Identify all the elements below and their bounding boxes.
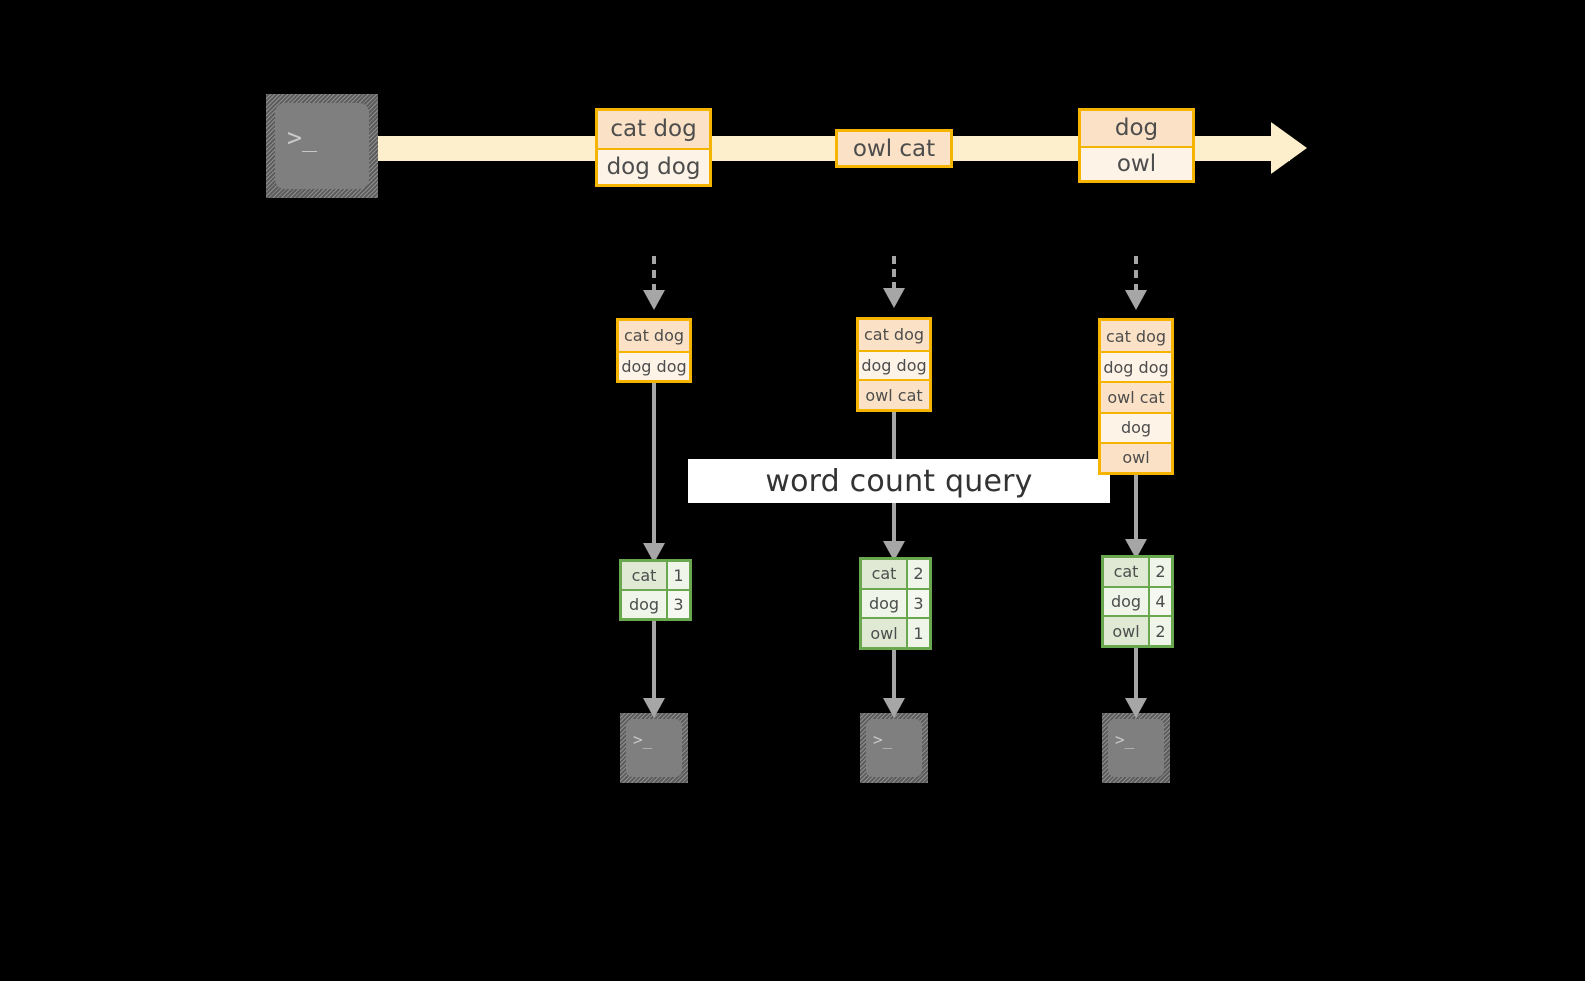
table-row: dog 4 — [1104, 585, 1171, 616]
snapshot-line: owl cat — [859, 379, 929, 409]
table-row: dog 3 — [622, 589, 689, 618]
result-count: 1 — [666, 562, 689, 589]
result-word: dog — [862, 589, 906, 618]
trigger-1-query-arrow-icon — [643, 543, 665, 563]
source-terminal-icon: >_ — [266, 94, 378, 198]
trigger-3-query-arrow-line — [1134, 475, 1138, 543]
snapshot-line: dog dog — [619, 350, 689, 380]
terminal-body: >_ — [866, 719, 922, 777]
terminal-prompt-glyph: >_ — [873, 730, 893, 749]
snapshot-line: owl cat — [1101, 381, 1171, 412]
snapshot-line: dog dog — [859, 349, 929, 380]
trigger-3-sink-terminal-icon: >_ — [1102, 713, 1170, 783]
trigger-1-sink-arrow-line — [652, 621, 656, 701]
trigger-1-query-arrow-line — [652, 383, 656, 546]
result-count: 2 — [1148, 558, 1171, 586]
stream-line: cat dog — [598, 111, 709, 148]
trigger-1-sink-terminal-icon: >_ — [620, 713, 688, 783]
query-label-text: word count query — [765, 463, 1033, 499]
stream-batch-1: cat dog dog dog — [595, 108, 712, 187]
stream-line: dog — [1081, 111, 1192, 146]
terminal-body: >_ — [626, 719, 682, 777]
trigger-3-query-arrow-icon — [1125, 539, 1147, 559]
result-count: 3 — [666, 591, 689, 618]
stream-batch-2: owl cat — [835, 129, 953, 168]
trigger-2-input-dashed-arrow-line — [892, 256, 896, 290]
terminal-body: >_ — [275, 103, 369, 189]
result-word: dog — [622, 591, 666, 618]
trigger-2-result-table: cat 2 dog 3 owl 1 — [859, 557, 932, 650]
result-word: cat — [862, 560, 906, 588]
terminal-body: >_ — [1108, 719, 1164, 777]
result-word: owl — [862, 619, 906, 648]
trigger-3-sink-arrow-icon — [1125, 698, 1147, 718]
query-label-band: word count query — [688, 459, 1110, 503]
snapshot-line: cat dog — [859, 320, 929, 350]
table-row: owl 2 — [1104, 615, 1171, 646]
table-row: dog 3 — [862, 587, 929, 618]
snapshot-line: dog dog — [1101, 351, 1171, 382]
terminal-prompt-glyph: >_ — [1115, 730, 1135, 749]
trigger-2-sink-arrow-line — [892, 650, 896, 701]
stream-batch-3: dog owl — [1078, 108, 1195, 183]
result-count: 2 — [1148, 617, 1171, 646]
snapshot-line: dog — [1101, 411, 1171, 442]
snapshot-line: cat dog — [1101, 321, 1171, 352]
result-count: 2 — [906, 560, 929, 588]
table-row: cat 2 — [862, 560, 929, 588]
result-word: dog — [1104, 587, 1148, 616]
table-row: cat 2 — [1104, 558, 1171, 586]
stream-line: dog dog — [598, 147, 709, 184]
result-word: cat — [1104, 558, 1148, 586]
trigger-2-input-dashed-arrow-icon — [883, 288, 905, 308]
trigger-3-input-dashed-arrow-icon — [1125, 290, 1147, 310]
terminal-prompt-glyph: >_ — [287, 123, 318, 152]
snapshot-line: owl — [1101, 441, 1171, 472]
result-count: 3 — [906, 589, 929, 618]
result-word: owl — [1104, 617, 1148, 646]
trigger-2-sink-terminal-icon: >_ — [860, 713, 928, 783]
result-word: cat — [622, 562, 666, 589]
trigger-2-query-arrow-icon — [883, 541, 905, 561]
trigger-2-sink-arrow-icon — [883, 698, 905, 718]
trigger-1-input-dashed-arrow-icon — [643, 290, 665, 310]
terminal-prompt-glyph: >_ — [633, 730, 653, 749]
table-row: cat 1 — [622, 562, 689, 589]
trigger-2-snapshot: cat dog dog dog owl cat — [856, 317, 932, 412]
trigger-3-snapshot: cat dog dog dog owl cat dog owl — [1098, 318, 1174, 475]
trigger-1-sink-arrow-icon — [643, 698, 665, 718]
stream-line: owl cat — [838, 132, 950, 165]
trigger-1-input-dashed-arrow-line — [652, 256, 656, 292]
stream-arrow-head — [1271, 122, 1307, 174]
trigger-3-sink-arrow-line — [1134, 648, 1138, 701]
result-count: 1 — [906, 619, 929, 648]
table-row: owl 1 — [862, 617, 929, 648]
stream-line: owl — [1081, 145, 1192, 180]
result-count: 4 — [1148, 587, 1171, 616]
trigger-3-input-dashed-arrow-line — [1134, 256, 1138, 292]
trigger-1-snapshot: cat dog dog dog — [616, 318, 692, 383]
snapshot-line: cat dog — [619, 321, 689, 351]
trigger-1-result-table: cat 1 dog 3 — [619, 559, 692, 621]
trigger-3-result-table: cat 2 dog 4 owl 2 — [1101, 555, 1174, 648]
